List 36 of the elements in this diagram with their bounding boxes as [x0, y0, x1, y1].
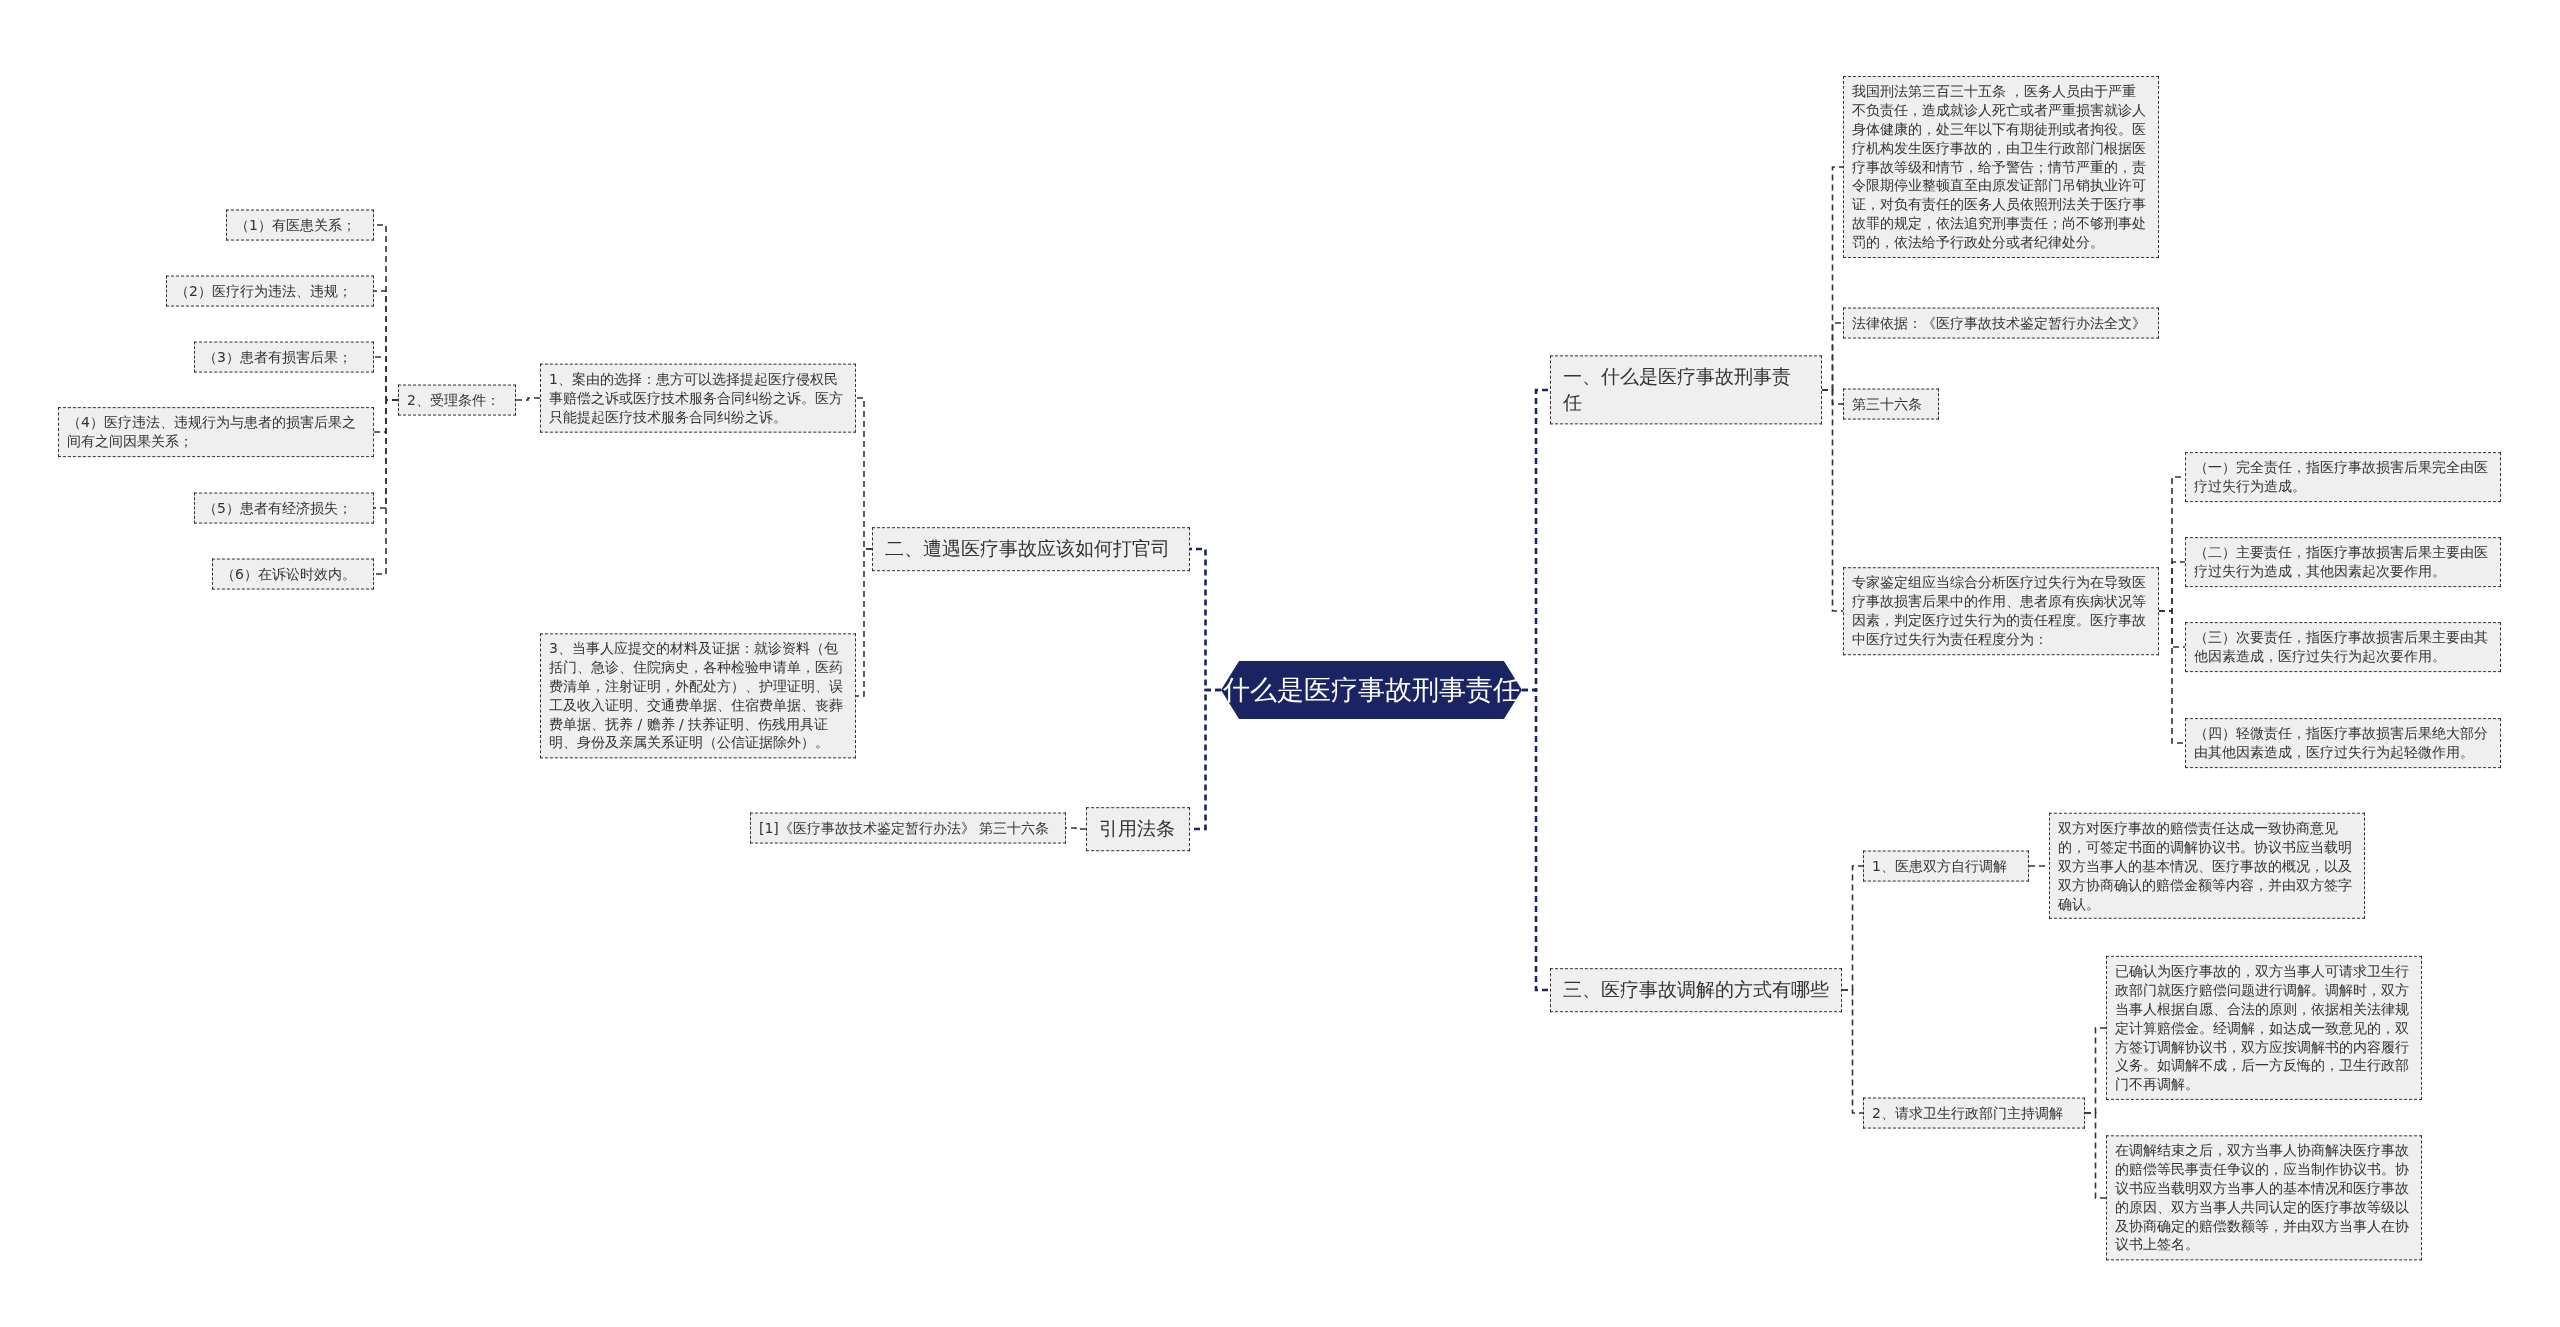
- branch-topic-box: 二、遭遇医疗事故应该如何打官司: [872, 527, 1190, 571]
- subtopic-box: （二）主要责任，指医疗事故损害后果主要由医疗过失行为造成，其他因素起次要作用。: [2185, 537, 2501, 587]
- subtopic-box: 1、案由的选择：患方可以选择提起医疗侵权民事赔偿之诉或医疗技术服务合同纠纷之诉。医方只能提起医疗技术服务合同纠纷之诉。: [540, 363, 856, 433]
- connector-line: [1821, 389, 1844, 612]
- subtopic-box: 1、医患双方自行调解: [1863, 850, 2029, 882]
- subtopic-box: 已确认为医疗事故的，双方当事人可请求卫生行政部门就医疗赔偿问题进行调解。调解时，双方当事人根据自愿、合法的原则，依据相关法律规定计算赔偿金。经调解，如达成一致意见的，双方签订调解协议书，双方应按调解书的内容履行义务。如调解不成，后一方反悔的，卫生行政部门不再调解。: [2106, 955, 2422, 1101]
- branch-topic-box: 引用法条: [1086, 807, 1190, 851]
- subtopic-box: （3）患者有损害后果；: [194, 341, 374, 373]
- subtopic-box: 2、受理条件：: [398, 384, 516, 416]
- branch-topic-box: 一、什么是医疗事故刑事责任: [1550, 355, 1822, 425]
- subtopic-box: 专家鉴定组应当综合分析医疗过失行为在导致医疗事故损害后果中的作用、患者原有疾病状况等因素，判定医疗过失行为的责任程度。医疗事故中医疗过失行为责任程度分为：: [1843, 567, 2159, 655]
- subtopic-box: 2、请求卫生行政部门主持调解: [1863, 1097, 2085, 1129]
- subtopic-box: 我国刑法第三百三十五条 ，医务人员由于严重不负责任，造成就诊人死亡或者严重损害就诊人身体健康的，处三年以下有期徒刑或者拘役。医疗机构发生医疗事故的，由卫生行政部门根据医疗事故等级和情节，给予警告；情节严重的，责令限期停业整顿直至由原发证部门吊销执业许可证，对负有责任的医务人员依照刑法关于医疗事故罪的规定，依法追究刑事责任；尚不够刑事处罚的，依法给予行政处分或者纪律处分。: [1843, 76, 2159, 258]
- subtopic-box: （2）医疗行为违法、违规；: [166, 275, 374, 307]
- subtopic-box: 3、当事人应提交的材料及证据：就诊资料（包括门、急诊、住院病史，各种检验申请单，医药费清单，注射证明，外配处方）、护理证明、误工及收入证明、交通费单据、住宿费单据、丧葬费单据、抚养 / 赡养 / 扶养证明、伤残用具证明、身份及亲属关系证明（公信证据除外）。: [540, 633, 856, 759]
- connector-line: [2084, 1112, 2107, 1199]
- subtopic-box: 第三十六条: [1843, 388, 1939, 420]
- subtopic-box: 法律依据：《医疗事故技术鉴定暂行办法全文》: [1843, 307, 2159, 339]
- connector-line: [515, 397, 541, 401]
- branch-topic-box: 三、医疗事故调解的方式有哪些: [1550, 968, 1842, 1012]
- subtopic-box: （4）医疗违法、违规行为与患者的损害后果之间有之间因果关系；: [58, 407, 374, 457]
- subtopic-box: （四）轻微责任，指医疗事故损害后果绝大部分由其他因素造成，医疗过失行为起轻微作用。: [2185, 718, 2501, 768]
- subtopic-box: （6）在诉讼时效内。: [212, 558, 374, 590]
- central-topic-hexagon: 什么是医疗事故刑事责任: [1221, 661, 1522, 719]
- subtopic-box: （三）次要责任，指医疗事故损害后果主要由其他因素造成，医疗过失行为起次要作用。: [2185, 622, 2501, 672]
- subtopic-box: （一）完全责任，指医疗事故损害后果完全由医疗过失行为造成。: [2185, 452, 2501, 502]
- subtopic-box: （1）有医患关系；: [226, 209, 374, 241]
- connector-line: [855, 548, 873, 697]
- subtopic-box: 双方对医疗事故的赔偿责任达成一致协商意见的，可签定书面的调解协议书。协议书应当载明双方当事人的基本情况、医疗事故的概况，以及双方协商确认的赔偿金额等内容，并由双方签字确认。: [2049, 812, 2365, 920]
- subtopic-box: 在调解结束之后，双方当事人协商解决医疗事故的赔偿等民事责任争议的，应当制作协议书。协议书应当载明双方当事人的基本情况和医疗事故的原因、双方当事人共同认定的医疗事故等级以及协商确定的赔偿数额等，并由双方当事人在协议书上签名。: [2106, 1135, 2422, 1261]
- subtopic-box: [1]《医疗事故技术鉴定暂行办法》 第三十六条: [750, 812, 1066, 844]
- connector-line: [373, 399, 399, 575]
- connector-line: [1841, 989, 1864, 1114]
- subtopic-box: （5）患者有经济损失；: [194, 492, 374, 524]
- connector-line: [1522, 688, 1550, 992]
- connector-line: [2158, 610, 2186, 744]
